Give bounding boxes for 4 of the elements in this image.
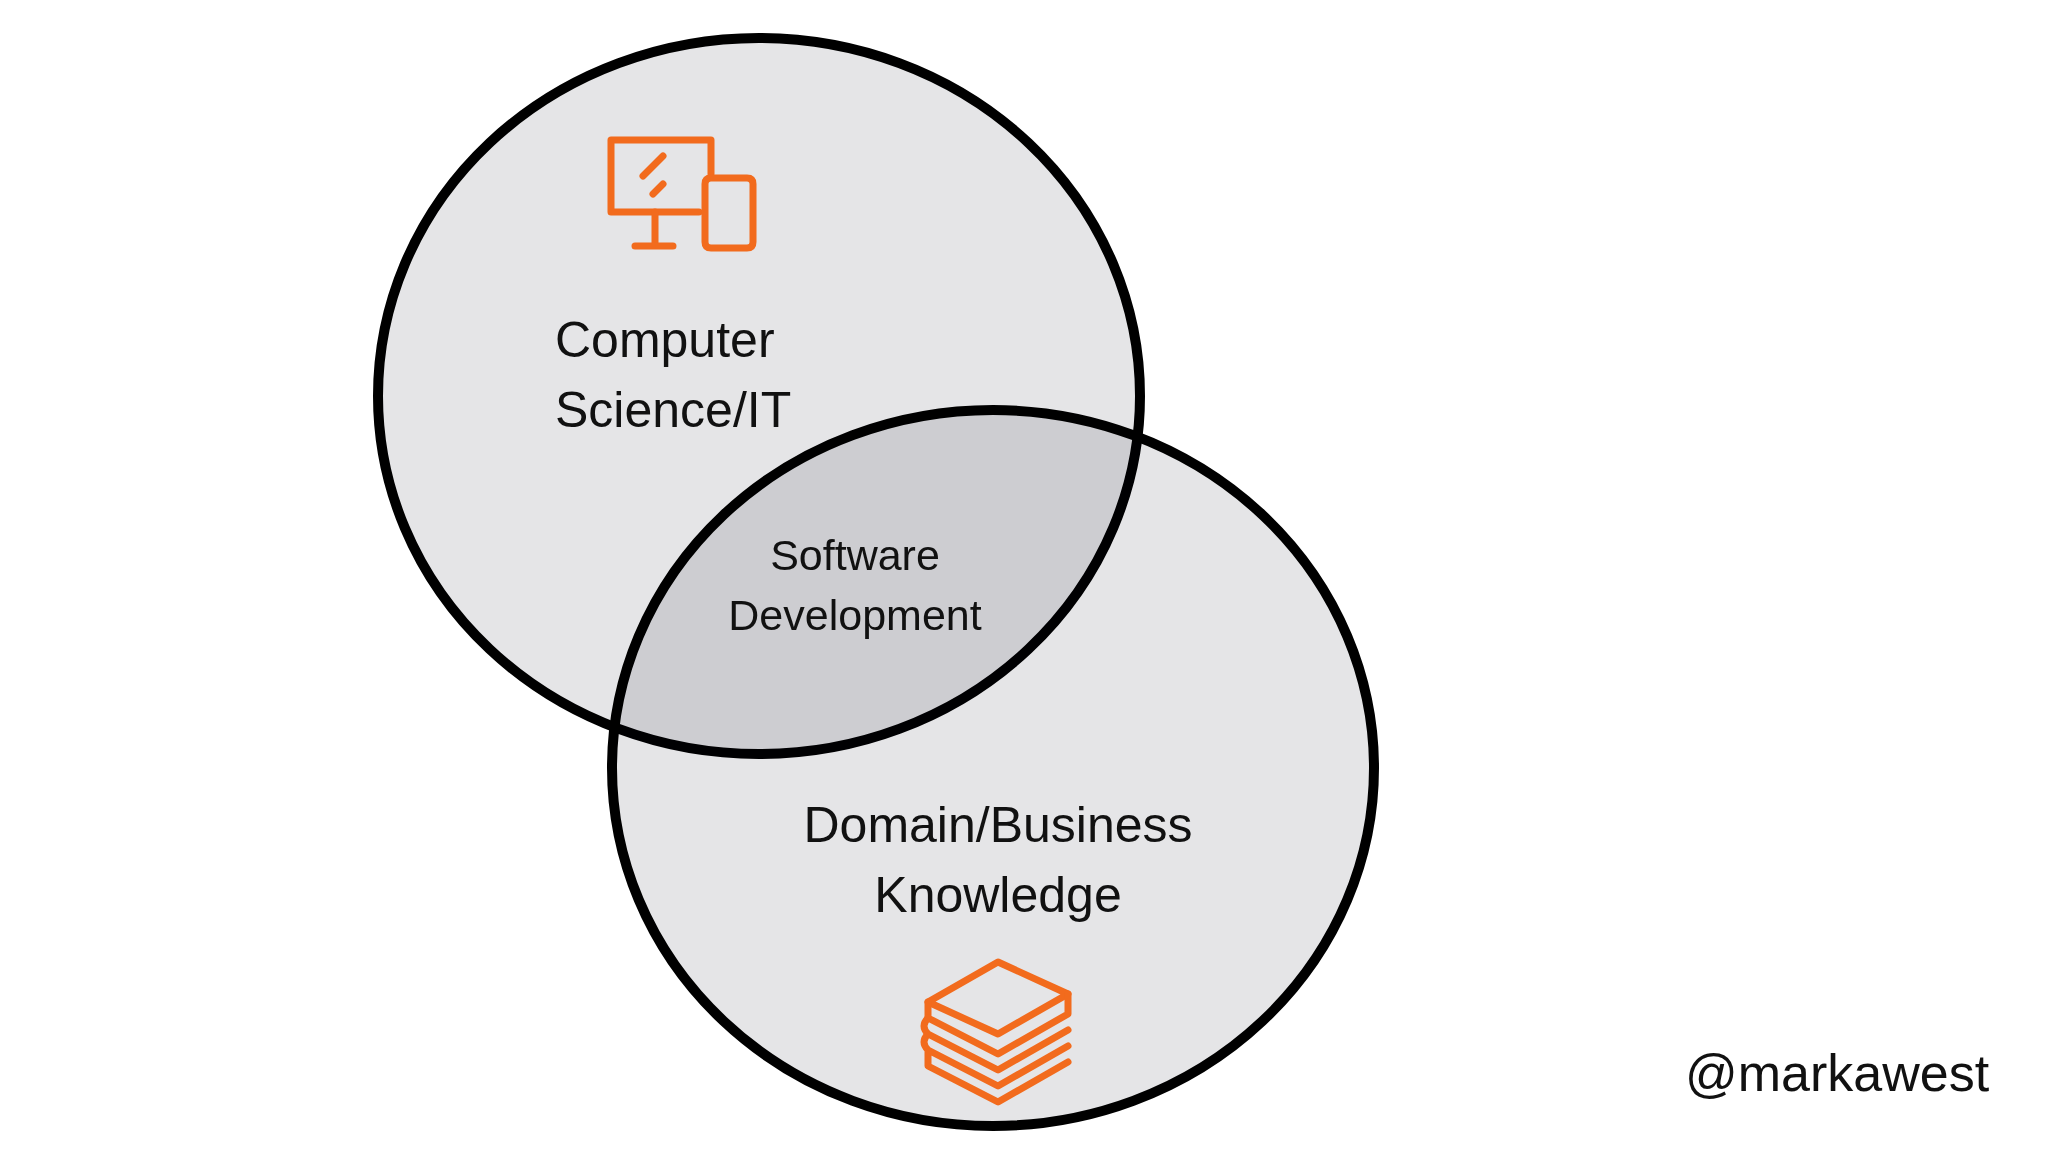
circle-label: Computer Science/IT: [555, 311, 793, 440]
overlap-label: Software Development: [690, 525, 1020, 646]
handle-text: @markawest: [1685, 1043, 1990, 1104]
circle-label: Domain/Business Knowledge: [802, 796, 1194, 925]
